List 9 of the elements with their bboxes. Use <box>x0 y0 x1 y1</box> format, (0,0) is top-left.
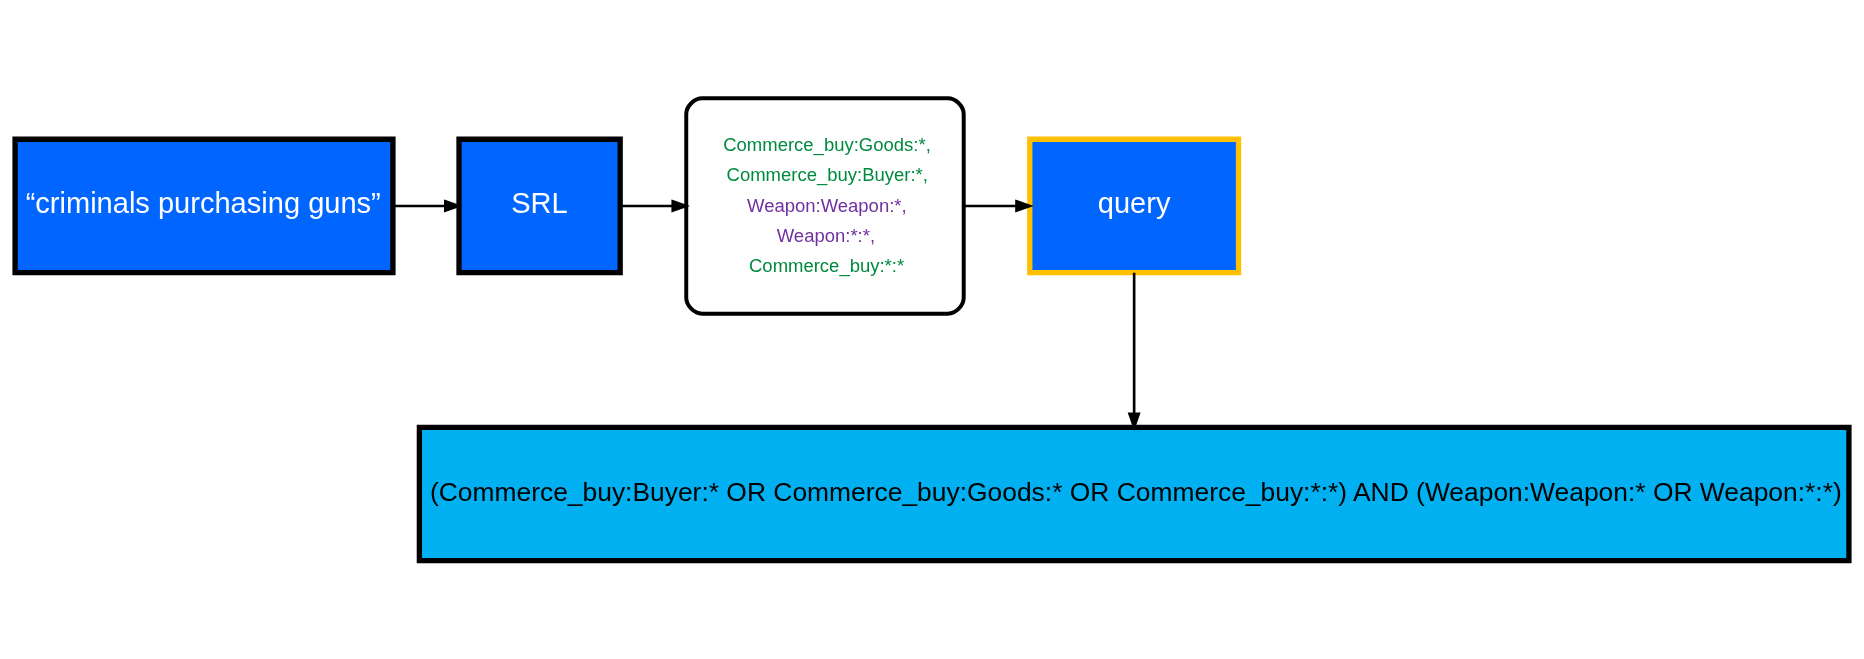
arrow <box>393 199 463 213</box>
node-box: (Commerce_buy:Buyer:* OR Commerce_buy:Goods:* OR Commerce_buy:*:*) AND (Weapon:Weapon:* OR Weapon:*:*) <box>416 424 1852 564</box>
arrow <box>1127 272 1141 431</box>
arrow <box>963 199 1034 213</box>
node-box: SRL <box>456 136 623 276</box>
node-box: Commerce_buy:Goods:*, Commerce_buy:Buyer:*, Weapon:Weapon:*, Weapon:*:*, Commerce_buy:*:* <box>684 96 966 316</box>
node-box: query <box>1027 136 1242 276</box>
arrow <box>620 199 690 213</box>
node-box: “criminals purchasing guns” <box>12 136 396 276</box>
